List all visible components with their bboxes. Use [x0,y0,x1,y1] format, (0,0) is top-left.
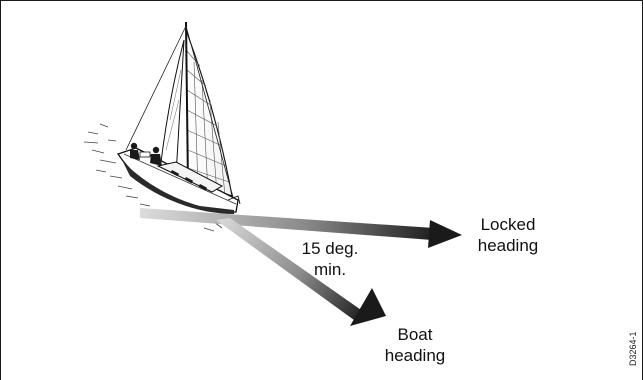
figure-reference-code: D3264-1 [628,331,638,366]
locked-heading-arrow [140,208,462,248]
angle-label-line-1: 15 deg. [301,239,359,258]
boat-heading-label: Boat heading [370,324,460,366]
jib-sail [159,39,185,177]
locked-heading-label-line-1: Locked [480,215,536,234]
crew [130,142,162,166]
sailboat-illustration [116,21,241,214]
boat-heading-label-line-2: heading [384,346,446,365]
angle-label: 15 deg. min. [290,238,370,280]
locked-heading-label-line-2: heading [477,236,539,255]
angle-label-line-2: min. [313,260,347,279]
mainsail [185,29,233,197]
boat-heading-label-line-1: Boat [397,325,433,344]
locked-heading-label: Locked heading [458,214,558,256]
boat-heading-arrow [216,218,386,326]
mast [185,21,189,187]
cabin [156,161,224,193]
